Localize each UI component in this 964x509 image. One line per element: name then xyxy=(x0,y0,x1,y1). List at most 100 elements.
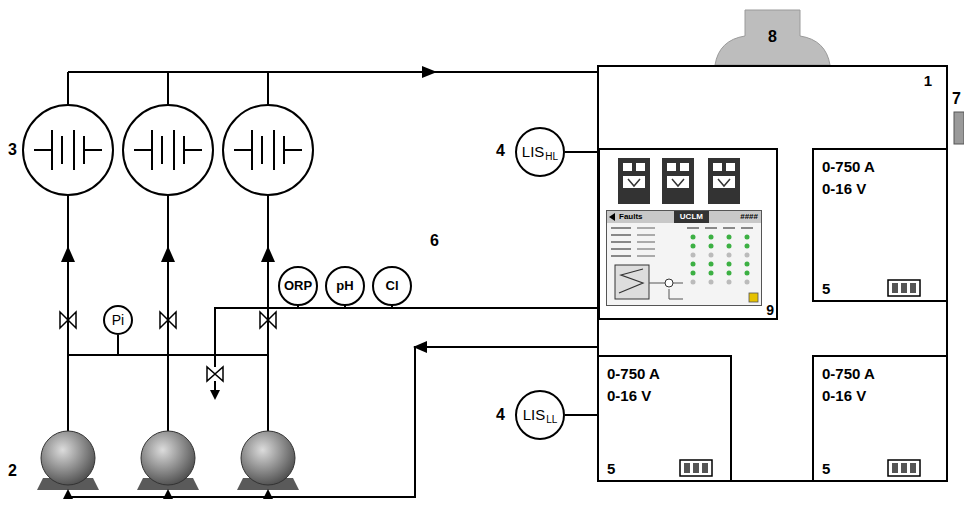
electrode-symbol xyxy=(234,149,302,151)
screen-graphic xyxy=(637,241,655,243)
screen-graphic xyxy=(727,253,732,258)
back-arrow xyxy=(609,213,615,221)
callout-number: 2 xyxy=(8,462,17,480)
pump-symbol xyxy=(241,431,295,485)
battery-icon xyxy=(888,460,920,476)
screen-graphic xyxy=(691,280,696,285)
screen-graphic xyxy=(709,253,714,258)
flow-arrow xyxy=(63,341,427,499)
orp-sensor: ORP xyxy=(278,266,318,306)
callout-number: 4 xyxy=(496,142,505,160)
rating-text: 0-750 A xyxy=(607,365,722,382)
signal-line xyxy=(565,414,597,416)
control-panel: 9FaultsUCLM#### xyxy=(598,148,778,320)
ph-sensor: pH xyxy=(325,266,365,306)
control-module xyxy=(618,158,650,204)
return-line xyxy=(66,347,597,497)
battery-icon xyxy=(680,280,920,476)
screen-graphic xyxy=(745,253,750,258)
supply-line xyxy=(68,72,268,105)
control-module xyxy=(623,176,645,188)
instrument-circle xyxy=(516,128,564,176)
control-module xyxy=(713,163,722,171)
battery-icon xyxy=(684,463,690,473)
supply-line xyxy=(68,71,597,73)
screen-graphic xyxy=(745,262,750,267)
return-line xyxy=(66,347,597,497)
callout-number: 5 xyxy=(607,460,722,477)
screen-graphic xyxy=(611,241,631,243)
battery-icon xyxy=(910,283,916,293)
screen-graphic xyxy=(709,262,714,267)
electrode-symbol xyxy=(34,149,102,151)
screen-graphic xyxy=(668,288,669,289)
screen-graphic xyxy=(709,244,714,249)
screen-graphic xyxy=(691,244,696,249)
control-module xyxy=(667,163,676,171)
flow-arrow xyxy=(63,489,73,499)
screen-graphic xyxy=(637,248,655,250)
screen-header: FaultsUCLM#### xyxy=(607,211,761,223)
screen-graphic xyxy=(709,271,714,276)
callout-number: 4 xyxy=(496,406,505,424)
control-module xyxy=(662,158,694,204)
screen-text: UCLM xyxy=(674,211,709,223)
screen-text: Faults xyxy=(619,211,643,223)
screen-graphic xyxy=(619,269,643,293)
feed-pipe xyxy=(117,335,119,355)
callout-number: 3 xyxy=(8,141,17,159)
callout-number: 5 xyxy=(822,460,938,477)
battery-icon xyxy=(888,280,920,296)
battery-icon xyxy=(910,463,916,473)
side-connector xyxy=(954,112,964,144)
valve-symbol xyxy=(60,312,68,328)
screen-graphic xyxy=(727,244,732,249)
rating-text: 0-16 V xyxy=(822,180,938,197)
power-supply-box: 0-750 A0-16 V5 xyxy=(597,355,732,482)
signal-line xyxy=(565,151,598,153)
screen-graphic xyxy=(741,227,753,229)
control-module xyxy=(680,163,689,171)
screen-graphic xyxy=(691,262,696,267)
instrument-circle xyxy=(279,267,317,305)
valve-symbol xyxy=(207,367,215,381)
instrument-tag: LIS xyxy=(523,406,546,423)
electrode-symbol xyxy=(34,130,302,170)
instrument-tag: LL xyxy=(546,414,557,426)
electrode-symbol xyxy=(73,130,75,170)
rating-text: 0-750 A xyxy=(822,158,938,175)
back-arrow xyxy=(608,212,618,222)
instrument-circle xyxy=(516,391,564,439)
flow-arrow xyxy=(210,390,220,400)
callout-number: 7 xyxy=(952,90,961,108)
screen-graphic xyxy=(745,235,750,240)
screen-graphic xyxy=(687,227,699,229)
callout-number: 8 xyxy=(768,28,777,46)
level-switch: LISHL xyxy=(515,127,565,177)
control-module xyxy=(713,176,735,188)
sample-line xyxy=(215,308,597,392)
electrode-symbol xyxy=(173,130,175,170)
screen-graphic xyxy=(611,248,631,250)
screen-graphic xyxy=(705,227,717,229)
electrode-symbol xyxy=(261,136,263,164)
instrument-tag: LIS xyxy=(522,143,545,160)
sample-line xyxy=(298,306,392,308)
feed-pipe xyxy=(68,195,268,431)
pump-symbol xyxy=(41,431,95,485)
battery-icon xyxy=(901,283,907,293)
instrument-tag: Pi xyxy=(112,312,124,328)
electrolytic-cell xyxy=(123,105,213,195)
pressure-indicator: Pi xyxy=(103,305,133,335)
sample-line xyxy=(215,306,597,392)
flow-arrow xyxy=(61,246,75,262)
screen-graphic xyxy=(745,280,750,285)
instrument-tag: HL xyxy=(545,151,558,163)
callout-number: 5 xyxy=(822,280,938,297)
screen-graphic xyxy=(611,234,631,236)
flow-arrow xyxy=(413,341,427,353)
control-module xyxy=(623,163,632,171)
valve-symbol xyxy=(260,312,268,328)
screen-graphic xyxy=(691,253,696,258)
